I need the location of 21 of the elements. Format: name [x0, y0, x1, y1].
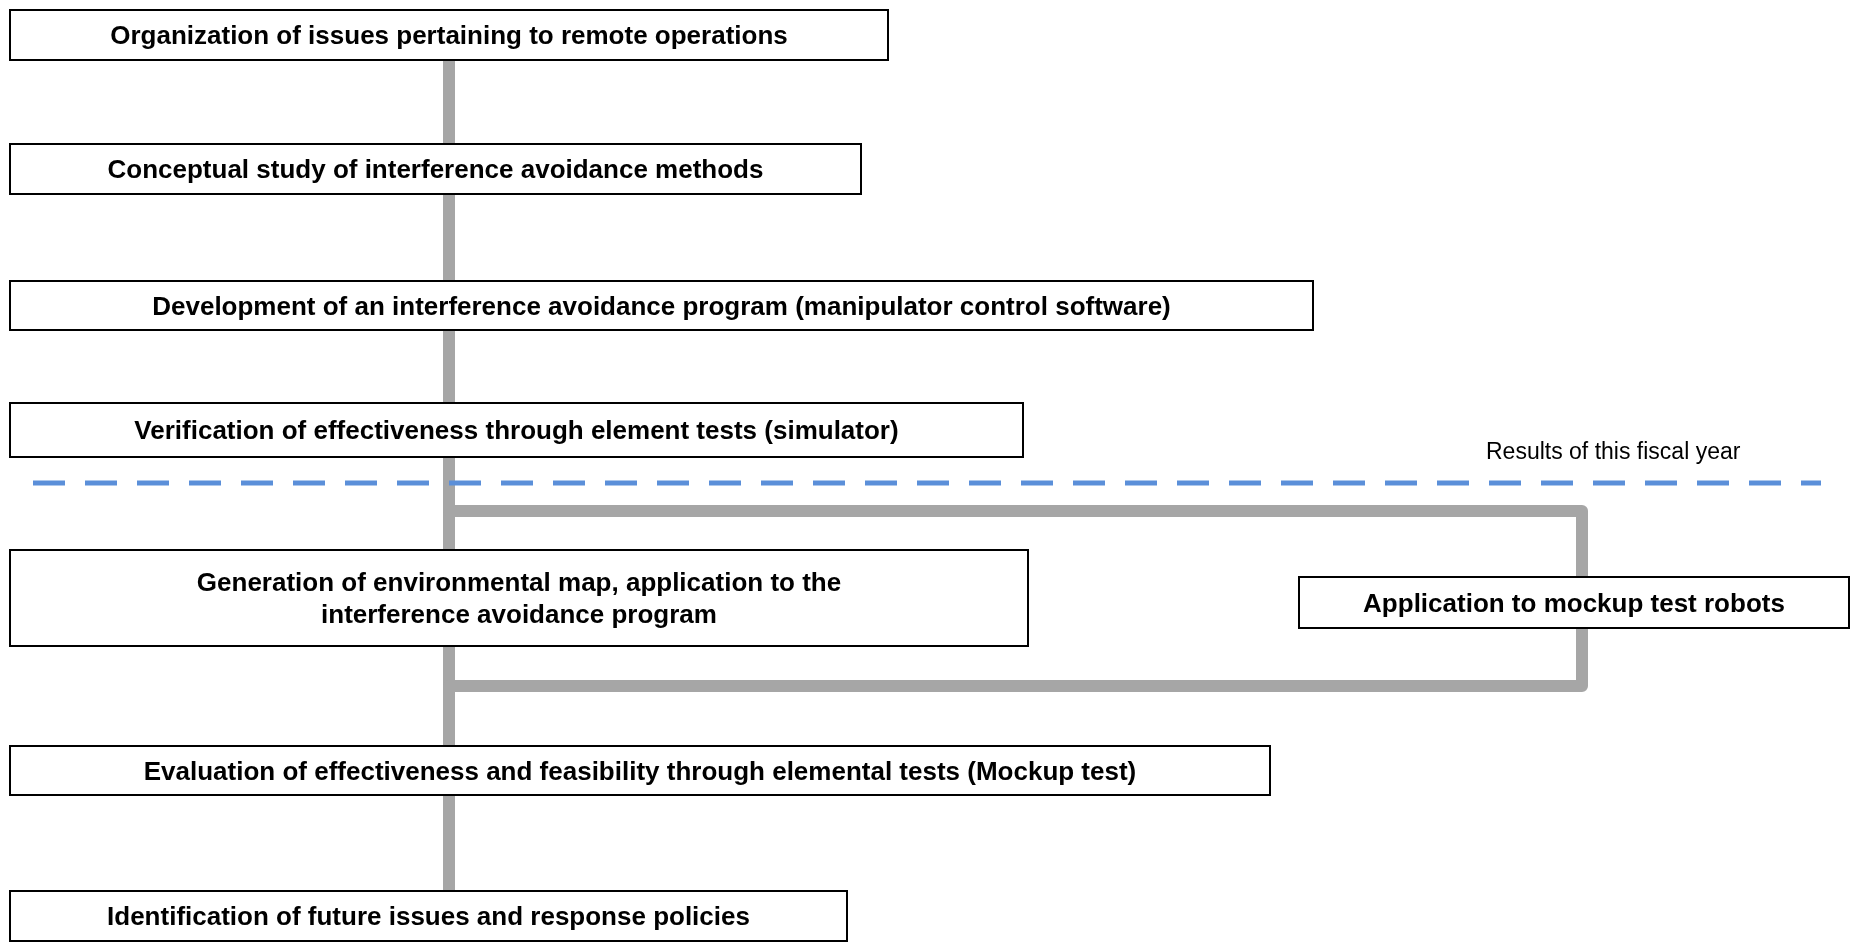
connector-line — [443, 61, 455, 143]
step-text: Conceptual study of interference avoidance methods — [107, 153, 764, 185]
step-text: Verification of effectiveness through element tests (simulator) — [134, 414, 899, 446]
process-box — [9, 402, 1024, 458]
process-box — [9, 549, 1029, 647]
connector-line — [443, 195, 455, 280]
connector-line — [443, 331, 455, 402]
process-box — [9, 280, 1314, 331]
connector-line — [443, 796, 455, 890]
process-box — [9, 890, 848, 942]
process-box — [9, 745, 1271, 796]
step-text: Identification of future issues and response policies — [107, 900, 750, 932]
step-text: Application to mockup test robots — [1363, 586, 1785, 619]
step-text: Generation of environmental map, application to the interference avoidance program — [195, 566, 843, 630]
process-box — [1298, 576, 1850, 629]
process-box — [9, 9, 889, 61]
step-text: Development of an interference avoidance program (manipulator control software) — [152, 289, 1171, 322]
process-box — [9, 143, 862, 195]
step-text: Organization of issues pertaining to remote operations — [110, 19, 788, 51]
step-text: Evaluation of effectiveness and feasibility through elemental tests (Mockup test) — [143, 754, 1137, 787]
divider-label: Results of this fiscal year — [1486, 437, 1741, 466]
